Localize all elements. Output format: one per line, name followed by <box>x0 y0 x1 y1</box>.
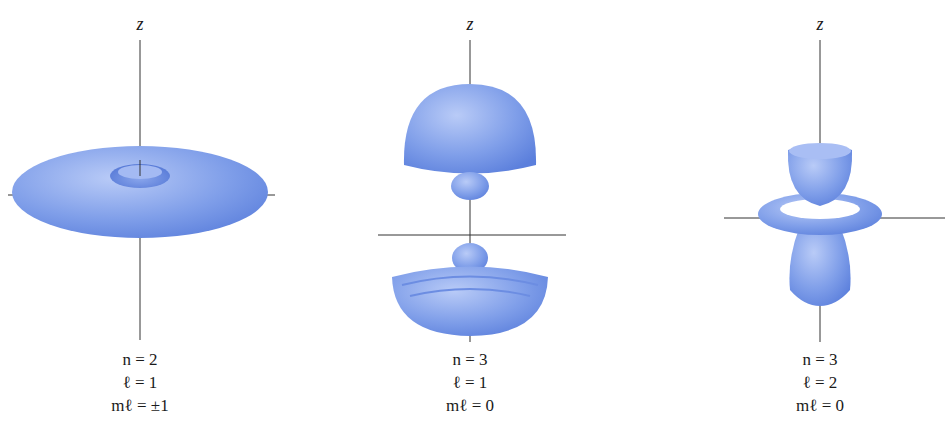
quantum-number-label: ℓ = 1 <box>453 373 488 393</box>
quantum-number-label: n = 3 <box>802 350 837 370</box>
quantum-number-label: ℓ = 2 <box>803 373 838 393</box>
quantum-number-label: mℓ = 0 <box>446 396 494 416</box>
quantum-number-label: n = 3 <box>452 350 487 370</box>
axis-label: z <box>816 14 823 34</box>
axis-label: z <box>466 14 473 34</box>
axes <box>8 40 945 342</box>
quantum-number-label: mℓ = 0 <box>796 396 844 416</box>
axis-label: z <box>136 14 143 34</box>
quantum-number-label: ℓ = 1 <box>123 373 158 393</box>
orbital-3d-dz2 <box>758 143 882 306</box>
quantum-number-label: mℓ = ±1 <box>111 396 168 416</box>
quantum-number-label: n = 2 <box>122 350 157 370</box>
orbital-3p-lobes <box>392 84 548 336</box>
orbital-2p-torus <box>12 146 268 238</box>
